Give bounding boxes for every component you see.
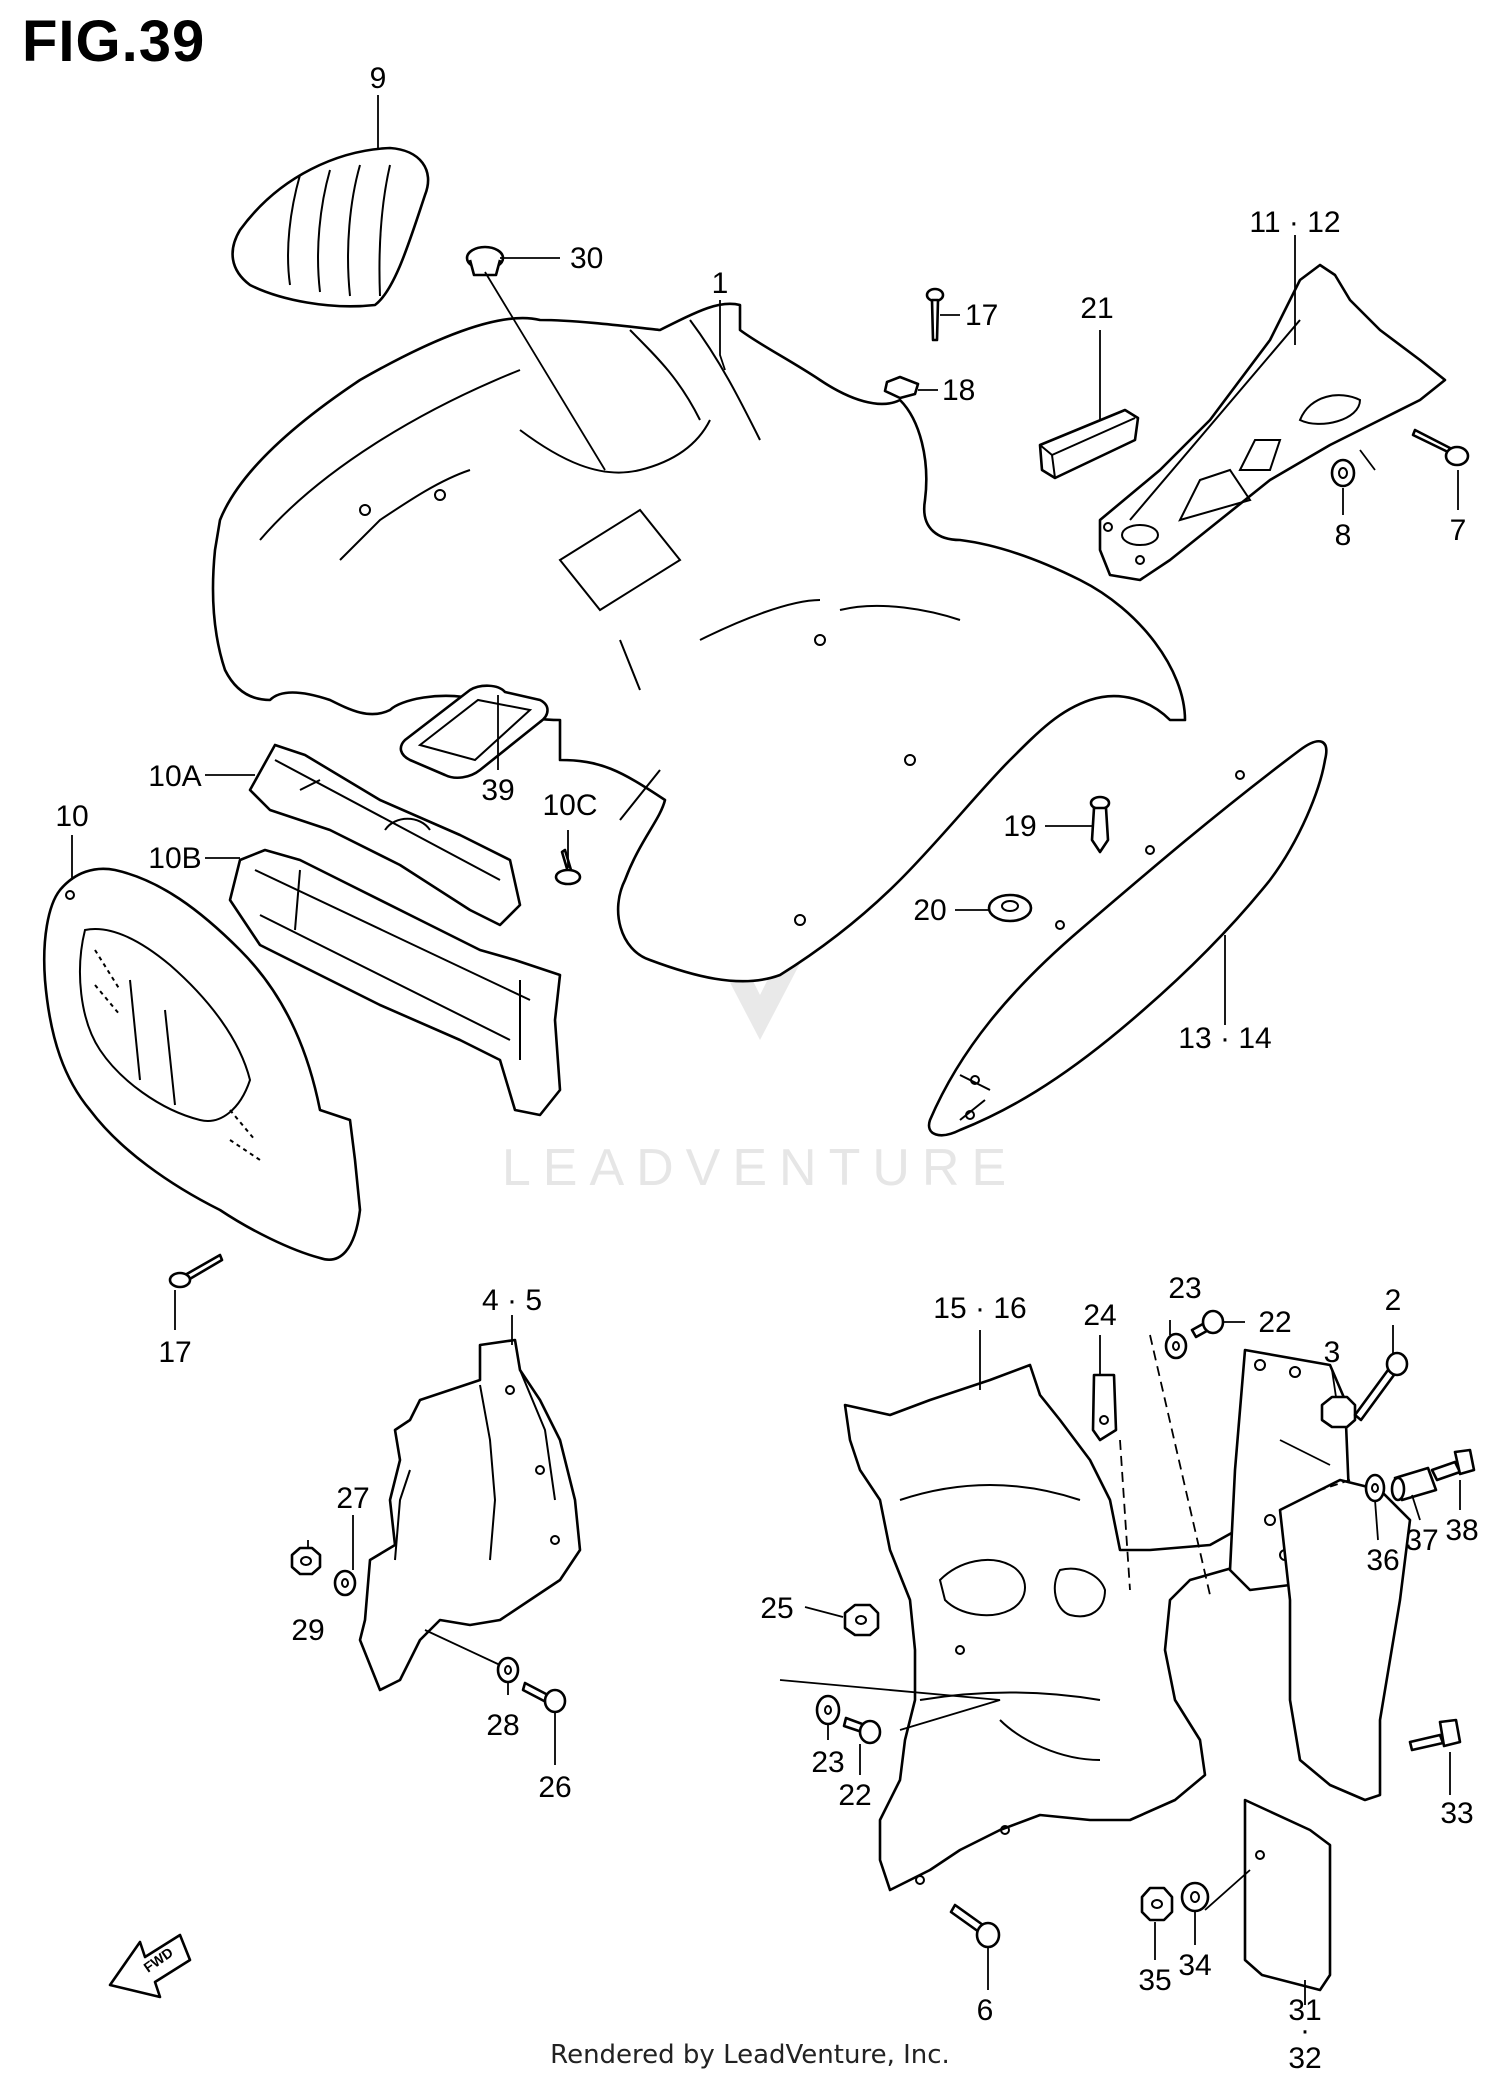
part-6-bolt [949, 1903, 1001, 1949]
part-22-bolt-lower [842, 1716, 882, 1745]
part-29-nut [290, 1546, 322, 1576]
part-11-12-side-panel [1098, 263, 1447, 582]
part-10a-bracket [248, 743, 522, 927]
part-7-screw [1411, 428, 1470, 467]
part-18-clip [883, 375, 920, 400]
part-1-front-fender [211, 302, 1187, 983]
callout-24: 24 [1083, 1299, 1116, 1332]
callout-11-12: 11 · 12 [1249, 206, 1340, 239]
part-27-washer [333, 1569, 357, 1597]
leader-lines [71, 95, 1461, 2005]
callout-30: 30 [570, 242, 603, 275]
callout-39: 39 [481, 774, 514, 807]
callout-23-lower: 23 [811, 1746, 844, 1779]
callout-10c: 10C [542, 789, 597, 822]
callout-15-16: 15 · 16 [933, 1292, 1026, 1325]
part-8-washer [1330, 458, 1356, 488]
callout-18: 18 [942, 374, 975, 407]
callout-28: 28 [486, 1709, 519, 1742]
part-38-bolt [1430, 1448, 1476, 1482]
part-39-seal [399, 684, 549, 780]
part-28-washer [496, 1656, 520, 1684]
part-15-16-rear-inner-fender [843, 1363, 1272, 1892]
watermark-brand: LEADVENTURE [502, 1139, 1018, 1197]
callout-33: 33 [1440, 1797, 1473, 1830]
part-2-bolt [1353, 1351, 1409, 1422]
part-36-washer [1364, 1473, 1386, 1503]
footer-credit: Rendered by LeadVenture, Inc. [550, 2040, 950, 2070]
callout-1: 1 [712, 267, 729, 300]
callout-25: 25 [760, 1592, 793, 1625]
rear-mud-flap-outer [1278, 1478, 1412, 1802]
fwd-direction-arrow: FWD [108, 1933, 192, 1999]
part-21-block [1038, 408, 1140, 480]
callout-37: 37 [1405, 1524, 1438, 1557]
callout-6: 6 [977, 1994, 994, 2027]
callout-26: 26 [538, 1771, 571, 1804]
callout-8: 8 [1335, 519, 1352, 552]
part-37-collar [1390, 1466, 1438, 1502]
part-10-grille-guard [42, 867, 362, 1261]
callout-3: 3 [1324, 1336, 1341, 1369]
part-23-washer-upper [1164, 1332, 1188, 1360]
part-26-bolt [521, 1681, 567, 1714]
callout-17-front: 17 [158, 1336, 191, 1369]
part-10b-bracket [228, 848, 562, 1117]
callout-29: 29 [291, 1614, 324, 1647]
part-24-bracket [1091, 1373, 1118, 1442]
part-22-bolt-upper [1190, 1309, 1225, 1339]
callout-labels: 9 30 1 17 18 21 11 · 12 7 8 19 20 13 · 1… [55, 62, 1478, 2075]
callout-22-upper: 22 [1258, 1306, 1291, 1339]
part-25-nut [843, 1603, 880, 1637]
callout-9: 9 [370, 62, 387, 95]
callout-7: 7 [1450, 514, 1467, 547]
callout-4-5: 4 · 5 [482, 1284, 542, 1317]
callout-17-top: 17 [965, 299, 998, 332]
callout-36: 36 [1366, 1544, 1399, 1577]
callout-2: 2 [1385, 1284, 1402, 1317]
callout-21: 21 [1080, 292, 1113, 325]
callout-32: 32 [1288, 2042, 1321, 2075]
callout-31-32-dot: · [1300, 2014, 1310, 2047]
part-30-grommet [465, 245, 505, 277]
part-9-pad [231, 146, 430, 308]
callout-27: 27 [336, 1482, 369, 1515]
part-23-washer-lower [815, 1694, 841, 1726]
part-20-grommet [987, 893, 1033, 923]
part-19-rivet [1089, 795, 1111, 854]
callout-19: 19 [1003, 810, 1036, 843]
figure-title: FIG.39 [22, 9, 206, 74]
part-3-nut [1320, 1395, 1357, 1429]
part-33-bolt [1408, 1718, 1462, 1752]
callout-38: 38 [1445, 1514, 1478, 1547]
callout-23-upper: 23 [1168, 1272, 1201, 1305]
callout-10b: 10B [148, 842, 201, 875]
callout-31: 31 [1288, 1994, 1321, 2027]
callout-10: 10 [55, 800, 88, 833]
part-34-washer [1180, 1881, 1210, 1913]
callout-20: 20 [913, 894, 946, 927]
callout-34: 34 [1178, 1949, 1211, 1982]
callout-10a: 10A [148, 760, 201, 793]
part-4-5-inner-guard [358, 1338, 582, 1692]
part-17-screw-top [925, 287, 945, 342]
callout-22-lower: 22 [838, 1779, 871, 1812]
part-35-nut [1140, 1886, 1174, 1922]
callout-35: 35 [1138, 1964, 1171, 1997]
callout-13-14: 13 · 14 [1178, 1022, 1271, 1055]
part-31-32-plate [1243, 1798, 1332, 1992]
part-17-screw-front [168, 1253, 224, 1289]
part-13-14-mud-guard [927, 740, 1328, 1137]
